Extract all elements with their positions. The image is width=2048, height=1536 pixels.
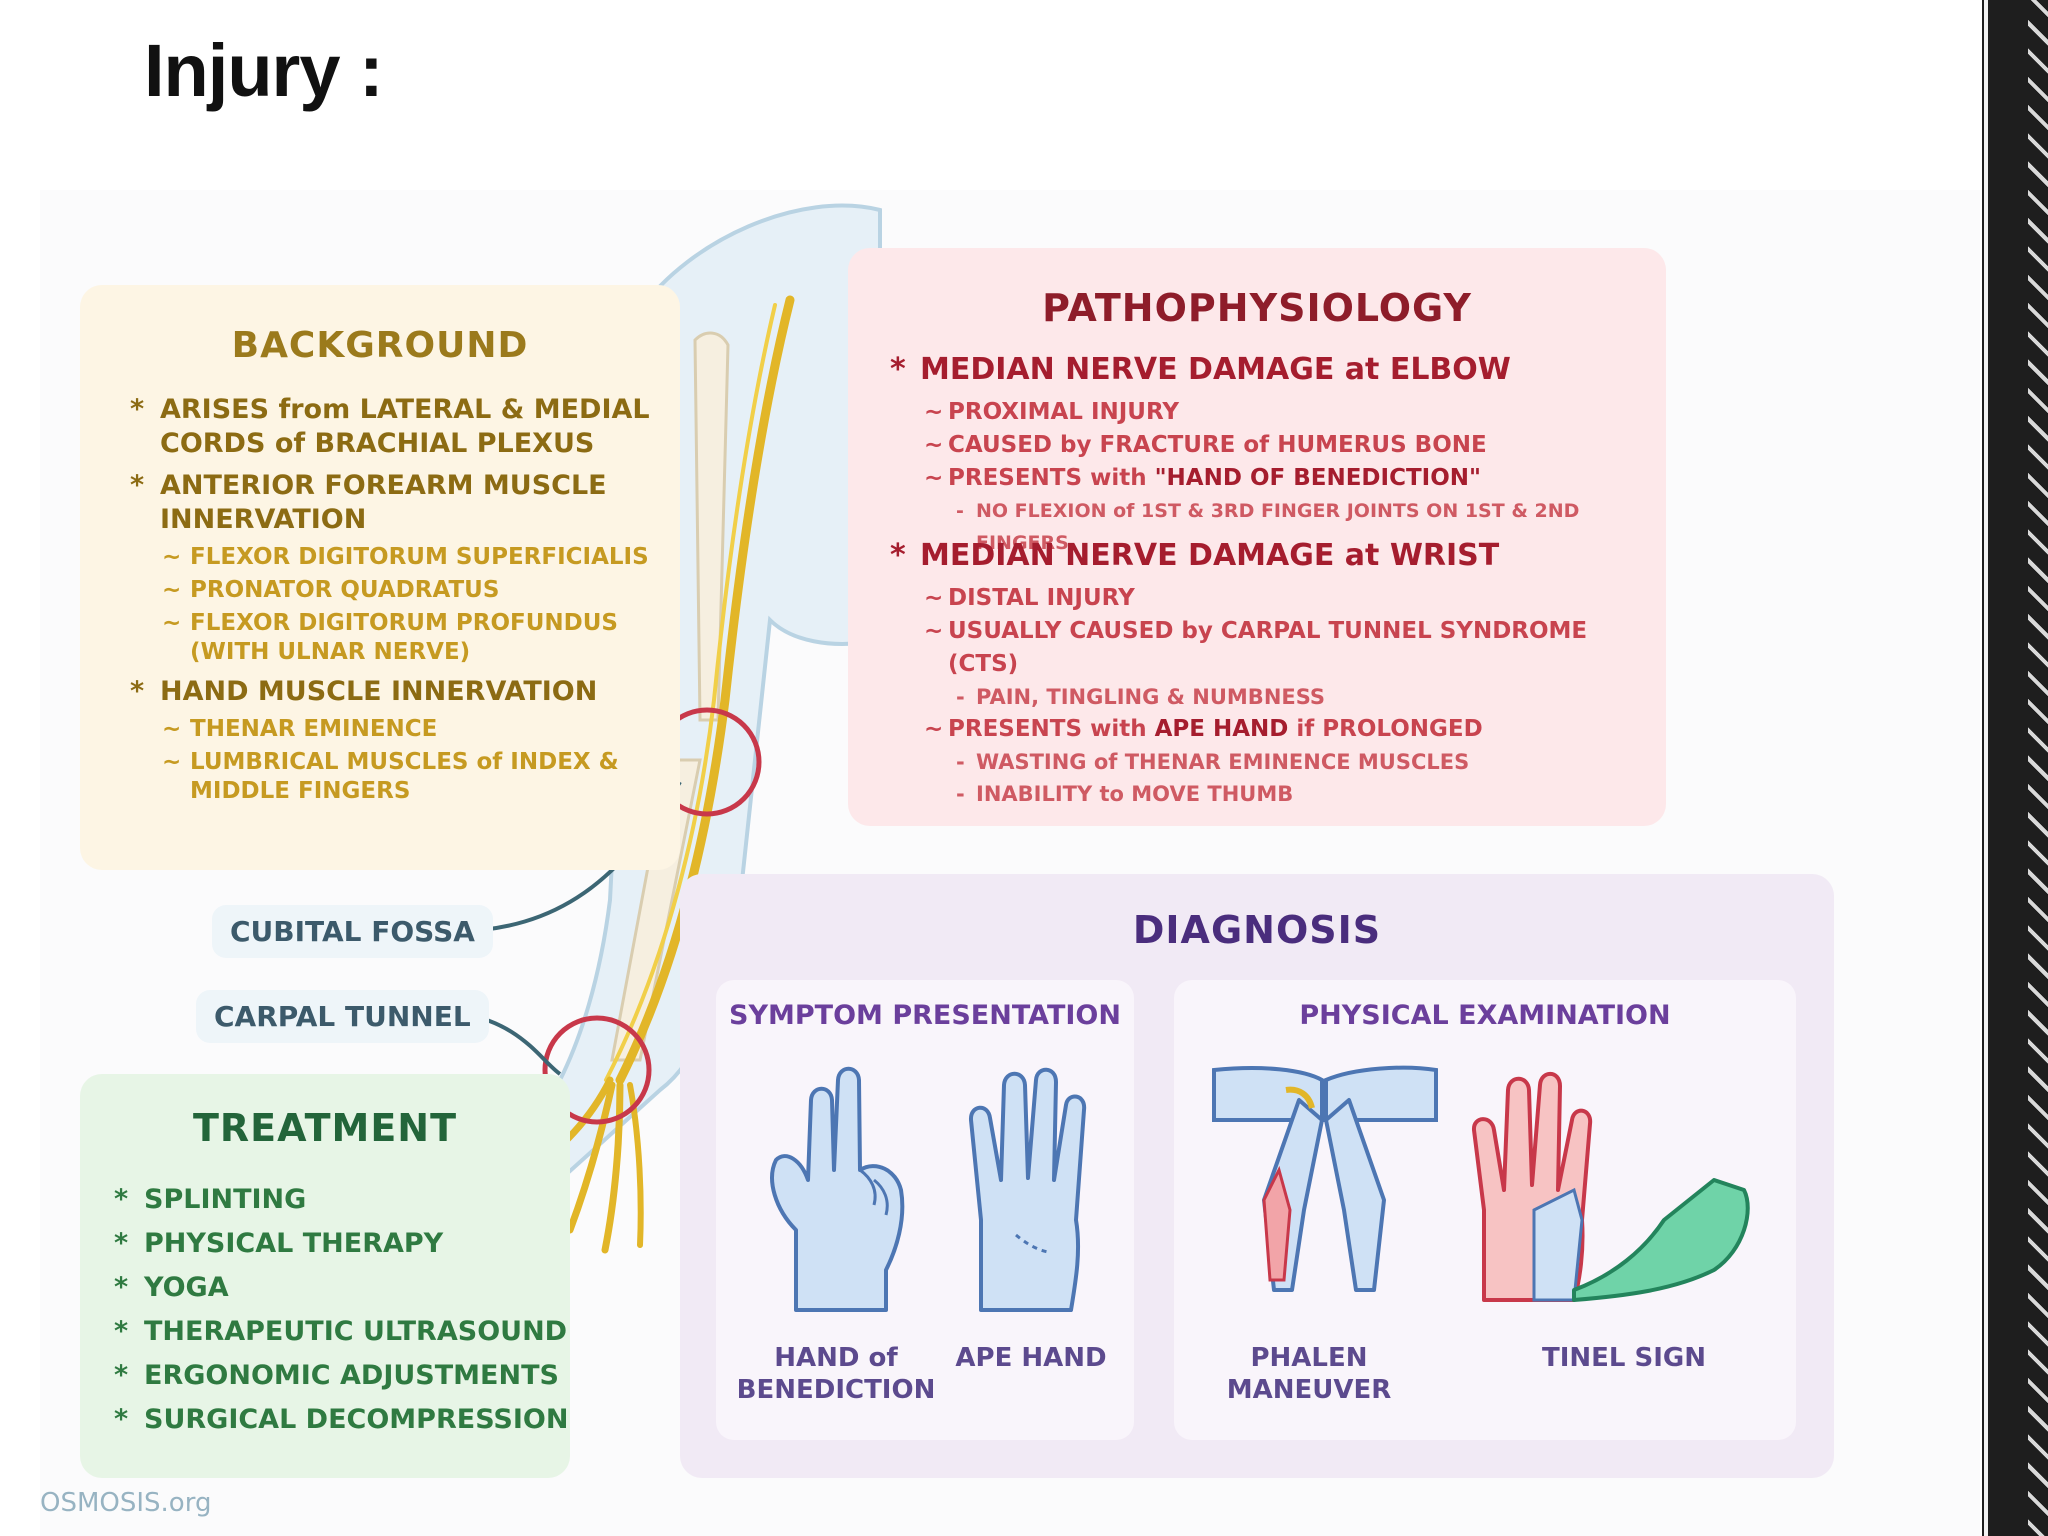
background-item: ARISES from LATERAL & MEDIAL CORDS of BR… [128, 393, 668, 461]
osmosis-logo: OSMOSIS.org [40, 1488, 212, 1518]
pathophysiology-panel: PATHOPHYSIOLOGY MEDIAN NERVE DAMAGE at E… [848, 248, 1666, 826]
background-item: ANTERIOR FOREARM MUSCLE INNERVATION FLEX… [128, 469, 668, 667]
cubital-fossa-label: CUBITAL FOSSA [212, 905, 493, 958]
background-subitem: FLEXOR DIGITORUM SUPERFICIALIS [160, 543, 668, 572]
wrist-point: USUALLY CAUSED by CARPAL TUNNEL SYNDROME… [890, 615, 1660, 681]
treatment-panel: TREATMENT SPLINTING PHYSICAL THERAPY YOG… [80, 1074, 570, 1478]
treatment-item: YOGA [114, 1266, 568, 1310]
slide-edge-line [1984, 0, 1988, 1536]
treatment-list: SPLINTING PHYSICAL THERAPY YOGA THERAPEU… [114, 1178, 568, 1442]
phalen-maneuver-label: PHALEN MANEUVER [1226, 1343, 1392, 1405]
diagnosis-panel: DIAGNOSIS SYMPTOM PRESENTATION HAND of B… [680, 874, 1834, 1478]
treatment-item: THERAPEUTIC ULTRASOUND [114, 1310, 568, 1354]
wrist-detail: WASTING of THENAR EMINENCE MUSCLES [890, 746, 1660, 778]
elbow-point: PROXIMAL INJURY [890, 396, 1660, 429]
symptom-presentation-box: SYMPTOM PRESENTATION HAND of BENEDICTION… [716, 980, 1134, 1440]
elbow-presents: PRESENTS with "HAND OF BENEDICTION" [890, 462, 1660, 495]
background-subitem: FLEXOR DIGITORUM PROFUNDUS (WITH ULNAR N… [160, 609, 668, 667]
tinel-sign-label: TINEL SIGN [1541, 1343, 1707, 1373]
carpal-tunnel-label: CARPAL TUNNEL [196, 990, 489, 1043]
background-subitem: PRONATOR QUADRATUS [160, 576, 668, 605]
elbow-title: MEDIAN NERVE DAMAGE at ELBOW [890, 352, 1660, 388]
tinel-sign-illustration [1472, 1071, 1750, 1302]
background-list: ARISES from LATERAL & MEDIAL CORDS of BR… [128, 393, 668, 814]
wrist-detail: PAIN, TINGLING & NUMBNESS [890, 681, 1660, 713]
wrist-presents: PRESENTS with APE HAND if PROLONGED [890, 713, 1660, 746]
elbow-point: CAUSED by FRACTURE of HUMERUS BONE [890, 429, 1660, 462]
wrist-detail: INABILITY to MOVE THUMB [890, 778, 1660, 810]
hand-of-benediction-illustration [770, 1066, 905, 1312]
treatment-item: PHYSICAL THERAPY [114, 1222, 568, 1266]
background-heading: BACKGROUND [231, 325, 529, 366]
treatment-heading: TREATMENT [192, 1106, 457, 1150]
hand-of-benediction-label: HAND of BENEDICTION [736, 1343, 936, 1405]
wrist-point: DISTAL INJURY [890, 582, 1660, 615]
treatment-item: ERGONOMIC ADJUSTMENTS [114, 1354, 568, 1398]
elbow-section: MEDIAN NERVE DAMAGE at ELBOW PROXIMAL IN… [890, 352, 1660, 559]
background-item: HAND MUSCLE INNERVATION THENAR EMINENCE … [128, 675, 668, 806]
phalen-maneuver-illustration [1212, 1065, 1438, 1292]
exam-heading: PHYSICAL EXAMINATION [1299, 1000, 1671, 1031]
ape-hand-illustration [969, 1067, 1087, 1312]
slide-title: Injury : [144, 29, 384, 112]
treatment-item: SPLINTING [114, 1178, 568, 1222]
physical-examination-box: PHYSICAL EXAMINATION PHALEN MANEUVER TIN… [1174, 980, 1796, 1440]
diagnosis-heading: DIAGNOSIS [1132, 908, 1382, 952]
treatment-item: SURGICAL DECOMPRESSION [114, 1398, 568, 1442]
slide-edge-pattern [2028, 0, 2048, 1536]
background-subitem: THENAR EMINENCE [160, 715, 668, 744]
ape-hand-label: APE HAND [955, 1343, 1107, 1373]
wrist-title: MEDIAN NERVE DAMAGE at WRIST [890, 538, 1660, 574]
background-sublist: THENAR EMINENCE LUMBRICAL MUSCLES of IND… [160, 715, 668, 806]
symptom-heading: SYMPTOM PRESENTATION [729, 1000, 1121, 1031]
background-sublist: FLEXOR DIGITORUM SUPERFICIALIS PRONATOR … [160, 543, 668, 667]
background-panel: BACKGROUND ARISES from LATERAL & MEDIAL … [80, 285, 680, 870]
pathophysiology-heading: PATHOPHYSIOLOGY [1042, 286, 1472, 330]
background-subitem: LUMBRICAL MUSCLES of INDEX & MIDDLE FING… [160, 748, 668, 806]
wrist-section: MEDIAN NERVE DAMAGE at WRIST DISTAL INJU… [890, 538, 1660, 810]
